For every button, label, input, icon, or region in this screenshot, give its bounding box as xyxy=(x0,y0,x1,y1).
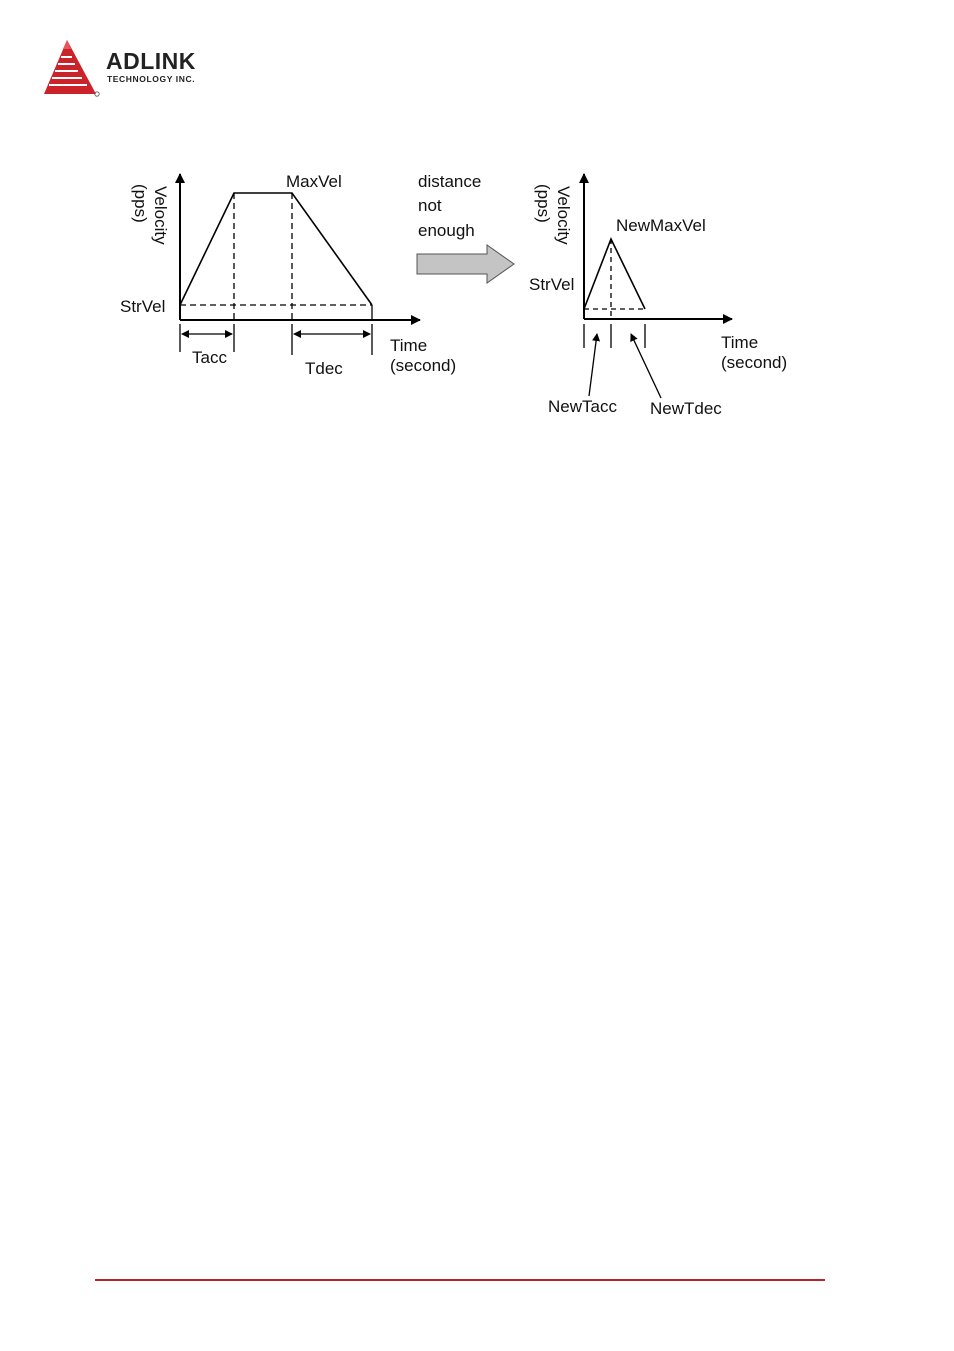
new-tdec-pointer xyxy=(631,334,661,398)
trapezoidal-profile: Velocity (pps) MaxVel StrVel Tacc Tdec T… xyxy=(120,172,456,378)
right-y-axis-label: Velocity xyxy=(554,186,573,245)
left-max-velocity-label: MaxVel xyxy=(286,172,342,191)
new-max-velocity-label: NewMaxVel xyxy=(616,216,706,235)
trapezoid-velocity-curve xyxy=(180,193,372,305)
left-x-axis-unit: (second) xyxy=(390,356,456,375)
left-y-axis-unit: (pps) xyxy=(131,184,150,223)
new-tdec-label: NewTdec xyxy=(650,399,722,418)
new-tacc-pointer xyxy=(589,334,597,396)
transition: distance not enough xyxy=(417,172,514,283)
transition-arrow-icon xyxy=(417,245,514,283)
right-x-axis-label: Time xyxy=(721,333,758,352)
footer-divider xyxy=(95,1279,825,1281)
triangle-velocity-curve xyxy=(584,239,645,309)
velocity-profile-diagram: Velocity (pps) MaxVel StrVel Tacc Tdec T… xyxy=(0,0,954,440)
triangular-profile: Velocity (pps) NewMaxVel StrVel Time (se… xyxy=(529,174,787,418)
left-y-axis-label: Velocity xyxy=(151,186,170,245)
right-start-velocity-label: StrVel xyxy=(529,275,574,294)
tacc-label: Tacc xyxy=(192,348,227,367)
transition-text-line-1: distance xyxy=(418,172,481,191)
tdec-label: Tdec xyxy=(305,359,343,378)
left-start-velocity-label: StrVel xyxy=(120,297,165,316)
left-x-axis-label: Time xyxy=(390,336,427,355)
new-tacc-label: NewTacc xyxy=(548,397,617,416)
transition-text-line-3: enough xyxy=(418,221,475,240)
right-y-axis-unit: (pps) xyxy=(534,184,553,223)
transition-text-line-2: not xyxy=(418,196,442,215)
right-x-axis-unit: (second) xyxy=(721,353,787,372)
